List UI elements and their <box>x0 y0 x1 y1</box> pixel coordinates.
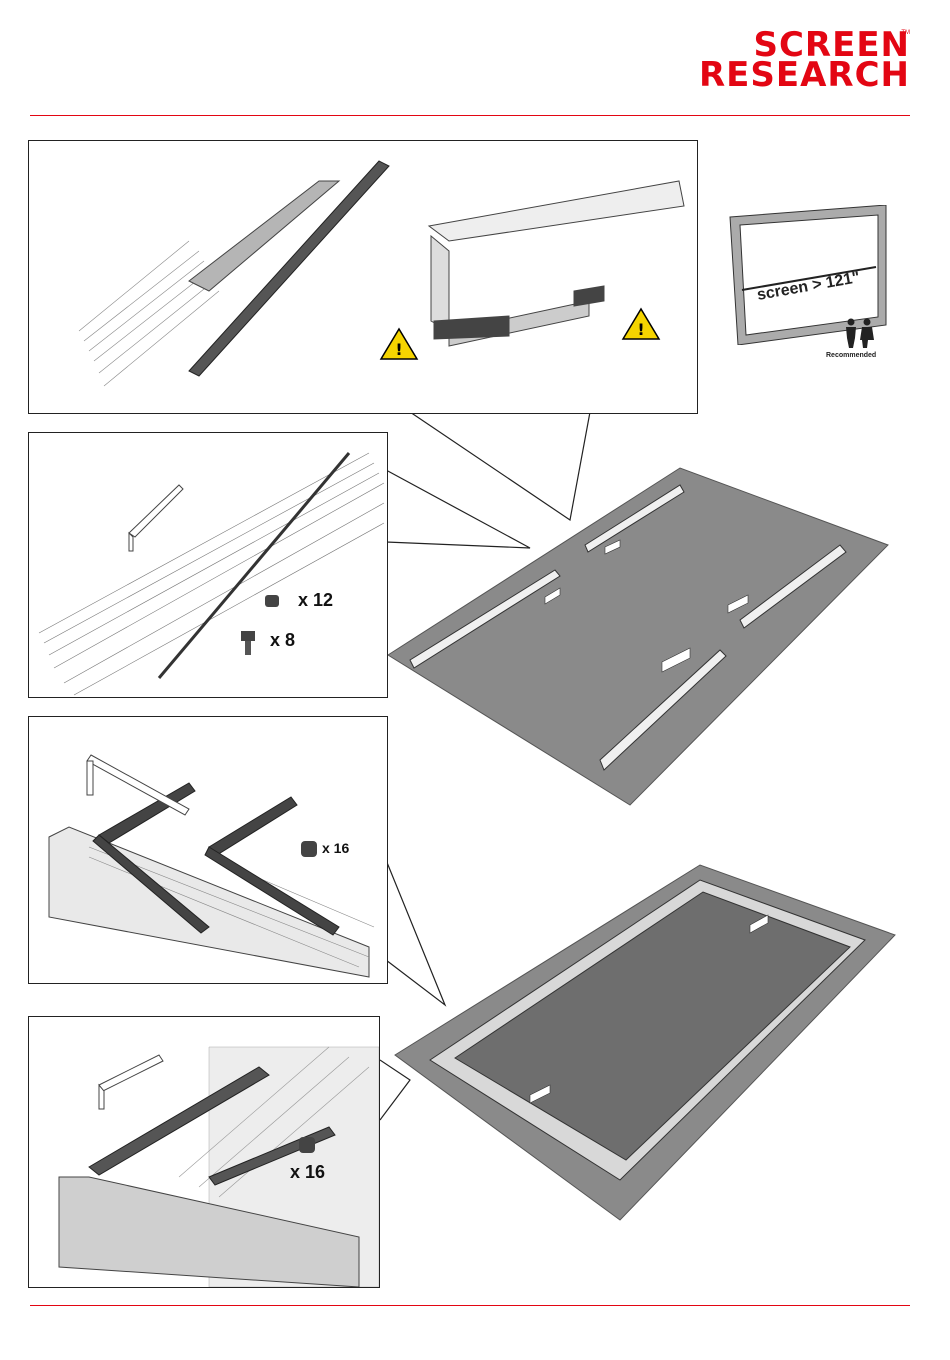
svg-text:!: ! <box>395 340 402 359</box>
trademark: TM <box>901 30 910 36</box>
recommended-label: Recommended <box>826 352 876 359</box>
panel-rail-screws <box>28 432 388 698</box>
brand-line-2: RESEARCH <box>620 60 910 90</box>
rail-screws-illustration <box>29 433 387 697</box>
qty-nuts-16: x 16 <box>322 840 349 856</box>
warning-icon: ! <box>381 329 417 359</box>
panel-rail-insert: ! ! <box>28 140 698 414</box>
allen-key-icon <box>99 1055 163 1109</box>
scene-upper <box>388 468 888 805</box>
warning-icon: ! <box>623 309 659 339</box>
header-rule <box>30 115 910 116</box>
brand-logo: TM SCREEN RESEARCH <box>620 30 910 94</box>
allen-key-icon <box>87 755 189 815</box>
frame-join-illustration <box>29 1017 379 1287</box>
svg-text:!: ! <box>637 320 644 339</box>
nut-icon <box>299 1137 315 1153</box>
people-icon <box>842 318 876 348</box>
scene-lower <box>395 865 895 1220</box>
screw-icon <box>241 631 255 655</box>
qty-screws: x 8 <box>270 630 295 651</box>
qty-nuts-16-b: x 16 <box>290 1162 325 1183</box>
allen-key-icon <box>129 485 183 551</box>
qty-nuts: x 12 <box>298 590 333 611</box>
nut-icon <box>265 595 279 607</box>
nut-icon <box>301 841 317 857</box>
panel-frame-join <box>28 1016 380 1288</box>
rail-insert-illustration: ! ! <box>29 141 697 413</box>
footer-rule <box>30 1305 910 1306</box>
